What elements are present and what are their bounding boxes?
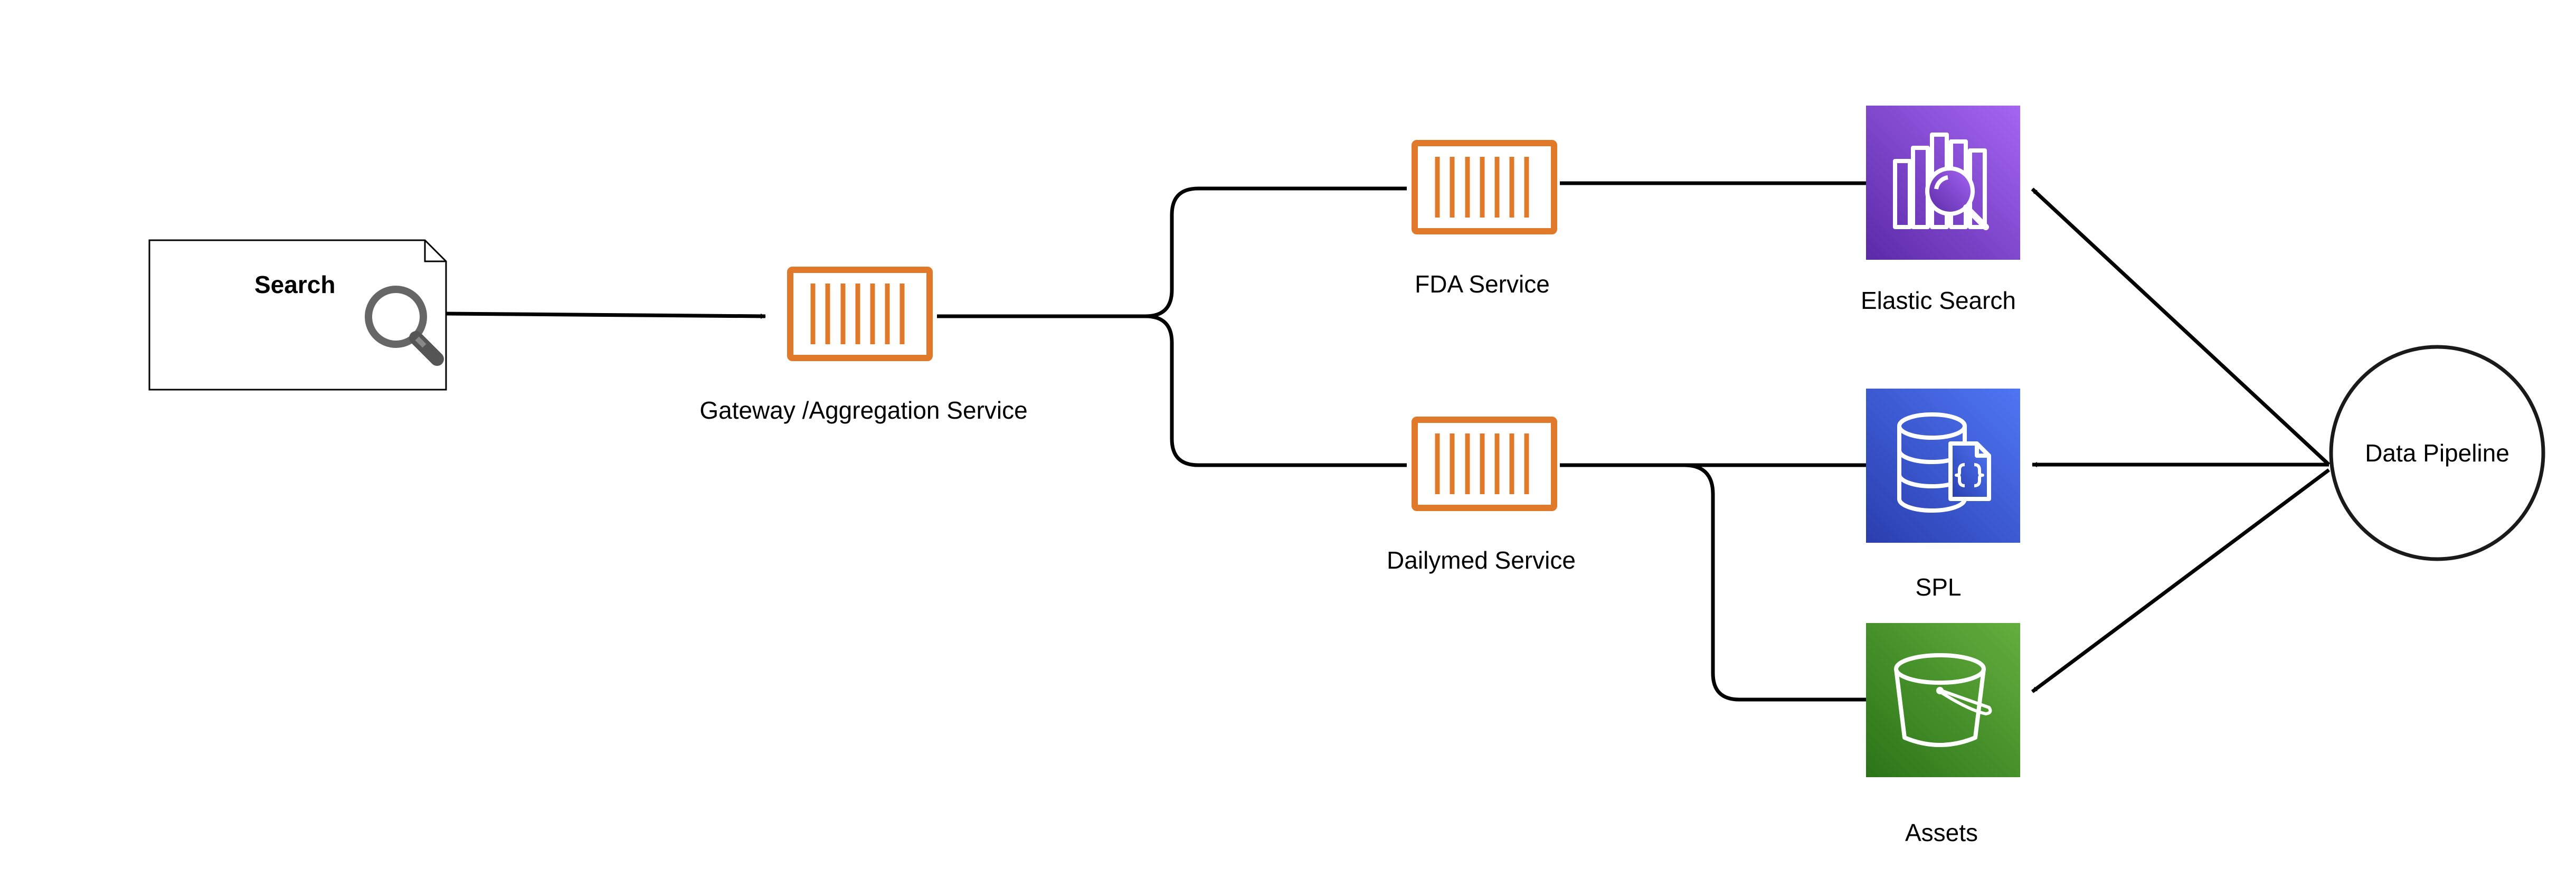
- fda-service-label: FDA Service: [1415, 270, 1550, 298]
- edge-pipeline-to-elastic: [2031, 187, 2331, 466]
- elastic-search-label: Elastic Search: [1860, 287, 2016, 314]
- elastic-search-node[interactable]: [1866, 106, 2020, 260]
- document-shape: [148, 239, 447, 391]
- spl-node[interactable]: [1866, 389, 2020, 543]
- edge-pipeline-to-assets: [2031, 468, 2331, 693]
- connectors: [446, 181, 2331, 702]
- bucket-icon: [1894, 653, 1992, 747]
- data-pipeline-circle[interactable]: [2329, 345, 2545, 561]
- container-icon: [1412, 417, 1557, 511]
- search-label: Search: [254, 271, 336, 298]
- edge-gateway-to-fda: [937, 186, 1407, 318]
- spl-label: SPL: [1915, 573, 1962, 601]
- edge-search-to-gateway: [446, 312, 766, 319]
- assets-node[interactable]: [1866, 623, 2020, 777]
- edge-dailymed-to-assets: [1683, 463, 1866, 702]
- database-document-icon: [1897, 412, 1991, 513]
- document-fold: [424, 240, 446, 262]
- edge-gateway-to-dailymed: [1145, 314, 1407, 467]
- assets-label: Assets: [1905, 819, 1978, 846]
- container-icon: [1412, 140, 1557, 234]
- search-document-node[interactable]: [148, 239, 447, 391]
- spl-tile: [1866, 389, 2020, 543]
- data-pipeline-label: Data Pipeline: [2365, 439, 2509, 467]
- container-icon: [787, 267, 933, 361]
- dailymed-service-label: Dailymed Service: [1387, 546, 1576, 574]
- gateway-label: Gateway /Aggregation Service: [699, 397, 1028, 424]
- magnifier-icon: [365, 286, 444, 366]
- elasticsearch-icon: [1893, 133, 1989, 230]
- assets-tile: [1866, 623, 2020, 777]
